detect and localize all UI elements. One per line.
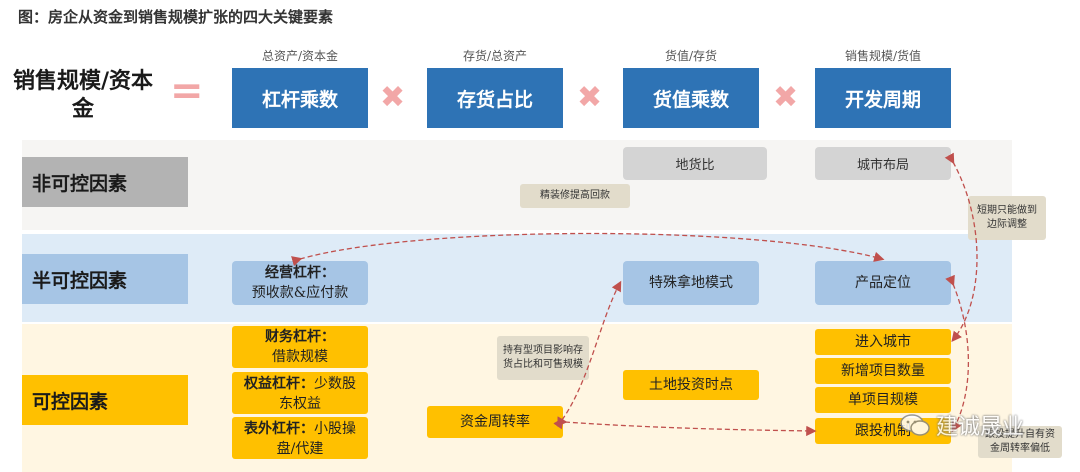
row-label-controllable: 可控因素	[22, 375, 188, 425]
times-icon-2: ✖	[577, 80, 603, 115]
note-fine-decor: 精装修提高回款	[520, 184, 630, 208]
note-short-term: 短期只能做到边际调整	[968, 196, 1046, 240]
factor-4-box: 开发周期	[815, 68, 951, 128]
offbalance-title: 表外杠杆：	[244, 421, 314, 437]
financial-leverage-title: 财务杠杆：	[265, 329, 335, 345]
row-label-semi: 半可控因素	[22, 254, 188, 304]
operating-leverage-title: 经营杠杆：	[265, 265, 335, 281]
box-positioning: 产品定位	[815, 261, 951, 305]
box-financial-leverage: 财务杠杆： 借款规模	[232, 326, 368, 368]
box-equity-leverage: 权益杠杆：少数股东权益	[232, 372, 368, 414]
operating-leverage-text: 预收款&应付款	[251, 285, 349, 301]
box-capital-turnover: 资金周转率	[427, 406, 563, 438]
box-operating-leverage: 经营杠杆： 预收款&应付款	[232, 261, 368, 305]
watermark-text: 建诚晟业	[936, 415, 1025, 440]
offbalance-text: 小股操盘/代建	[276, 421, 356, 457]
box-offbalance-leverage: 表外杠杆：小股操盘/代建	[232, 417, 368, 459]
financial-leverage-text: 借款规模	[272, 349, 328, 365]
box-single-scale: 单项目规模	[815, 387, 951, 413]
factor-1-sub: 总资产/资本金	[261, 49, 339, 63]
times-icon-1: ✖	[380, 80, 406, 115]
box-land-timing: 土地投资时点	[623, 370, 759, 400]
box-new-projects: 新增项目数量	[815, 358, 951, 384]
factor-4-sub: 销售规模/货值	[844, 49, 922, 63]
factor-2-sub: 存货/总资产	[462, 49, 528, 63]
box-land-ratio: 地货比	[623, 147, 767, 180]
factor-2-box: 存货占比	[427, 68, 563, 128]
box-special-land: 特殊拿地模式	[623, 261, 759, 305]
watermark: 建诚晟业	[900, 405, 1050, 445]
equity-leverage-text: 少数股东权益	[279, 376, 356, 412]
box-enter-city: 进入城市	[815, 329, 951, 355]
times-icon-3: ✖	[773, 80, 799, 115]
box-city-layout: 城市布局	[815, 147, 951, 180]
factor-3-sub: 货值/存货	[664, 49, 718, 63]
equals-sign: =	[170, 68, 204, 114]
factor-1-box: 杠杆乘数	[232, 68, 368, 128]
formula-left: 销售规模/资本金	[12, 69, 154, 122]
factor-3-box: 货值乘数	[623, 68, 759, 128]
row-label-uncontrollable: 非可控因素	[22, 157, 188, 207]
figure-title: 图：房企从资金到销售规模扩张的四大关键要素	[18, 8, 334, 26]
note-follow-invest: 跟投提升自有资金周转率偏低	[978, 426, 1062, 458]
wechat-icon	[900, 413, 930, 437]
equity-leverage-title: 权益杠杆：	[244, 376, 314, 392]
